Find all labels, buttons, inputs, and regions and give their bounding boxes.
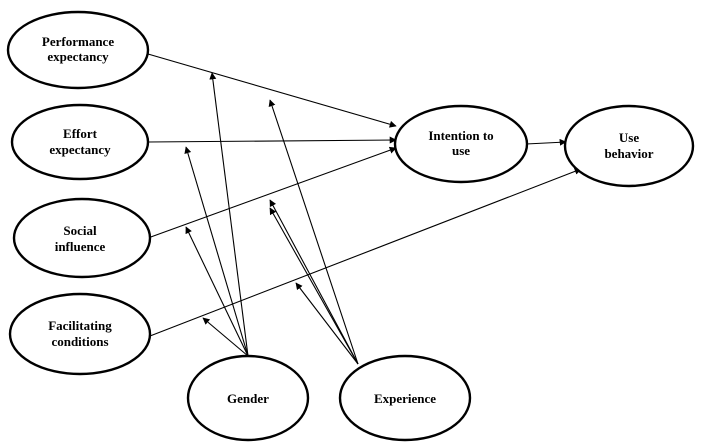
- node-social-influence: Social influence: [12, 197, 152, 279]
- node-label-line: behavior: [604, 146, 653, 161]
- node-label-line: Gender: [227, 391, 269, 406]
- arrow-experience-mod-performance: [268, 99, 359, 365]
- arrow-facilitating-to-behavior: [149, 168, 582, 337]
- node-performance-expectancy: Performance expectancy: [6, 10, 150, 90]
- node-label-line: influence: [55, 239, 106, 254]
- node-label-line: Performance: [42, 34, 114, 49]
- node-label-line: Facilitating: [48, 318, 112, 333]
- node-label-line: Intention to: [428, 128, 493, 143]
- node-label-line: expectancy: [47, 49, 109, 64]
- arrow-effort-to-intention: [147, 136, 397, 144]
- node-label-line: Social: [63, 223, 97, 238]
- arrow-performance-to-intention: [147, 53, 397, 128]
- node-experience: Experience: [338, 354, 472, 442]
- arrow-gender-mod-performance: [209, 72, 249, 357]
- node-label-line: Use: [619, 130, 639, 145]
- arrow-intention-to-behavior: [525, 138, 567, 146]
- arrow-experience-mod-facilitating: [295, 282, 359, 365]
- node-gender: Gender: [186, 354, 310, 442]
- node-use-behavior: Use behavior: [563, 104, 695, 188]
- arrow-gender-mod-effort: [184, 146, 249, 357]
- node-label-line: use: [452, 143, 470, 158]
- arrow-gender-mod-social: [185, 226, 249, 357]
- node-label-line: conditions: [51, 334, 108, 349]
- node-label-line: Effort: [63, 126, 98, 141]
- node-facilitating-conditions: Facilitating conditions: [8, 292, 152, 376]
- node-label-line: expectancy: [49, 142, 111, 157]
- arrow-experience-mod-social: [269, 207, 359, 365]
- arrow-gender-mod-facilitating: [202, 317, 249, 357]
- edges: [147, 53, 582, 365]
- arrow-social-to-intention: [147, 146, 397, 239]
- node-label-line: Experience: [374, 391, 436, 406]
- node-effort-expectancy: Effort expectancy: [10, 103, 150, 181]
- arrow-experience-mod-effort: [269, 199, 359, 365]
- node-intention-to-use: Intention to use: [393, 104, 529, 184]
